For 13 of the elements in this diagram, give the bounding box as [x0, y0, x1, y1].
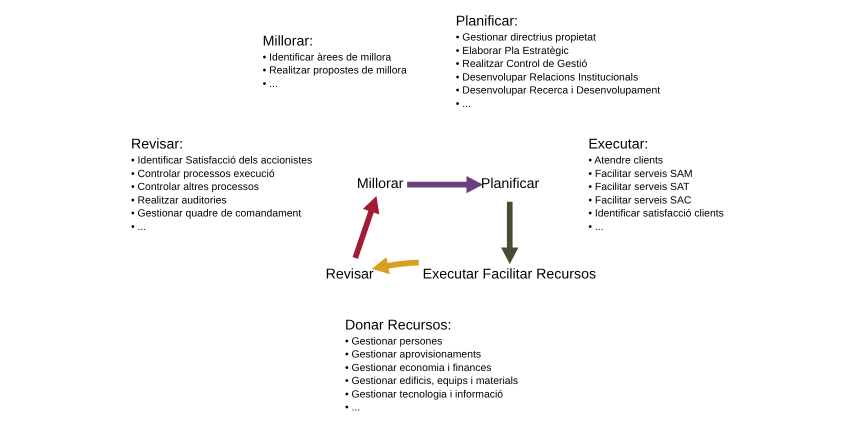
node-text: Millorar [356, 176, 403, 192]
node-text: Revisar [325, 266, 374, 282]
node-text: Donar Recursos: • Gestionar persones • Gestionar aprovisionaments • Gestionar economia i finances • Gestionar edificis, equips i materials • Gestionar tecnologia i informació • ... [344, 317, 518, 414]
node-text: Executar: • Atendre clients • Facilitar serveis SAM • Facilitar serveis SAT • Facilitar serveis SAC • Identificar satisfacció clients • ... [588, 136, 724, 233]
node-text: Planificar [480, 176, 539, 192]
node-text: Planificar: • Gestionar directrius propietat • Elaborar Pla Estratègic • Realitzar Control de Gestió • Desenvolupar Relacions Institucionals • Desenvolupar Recerca i Desenvolupament • ... [455, 14, 660, 110]
arrow [352, 196, 379, 259]
node-text: Revisar: • Identificar Satisfacció dels accionistes • Controlar processos execució • Controlar altres processos • Realitzar auditories • Gestionar quadre de comandament • ... [130, 136, 312, 233]
arrow [406, 176, 482, 194]
node-text: Executar Facilitar Recursos [422, 266, 596, 282]
arrow [500, 202, 518, 264]
node-text: Millorar: • Identificar àrees de millora • Realitzar propostes de millora • ... [262, 33, 406, 90]
arrow [371, 257, 418, 274]
